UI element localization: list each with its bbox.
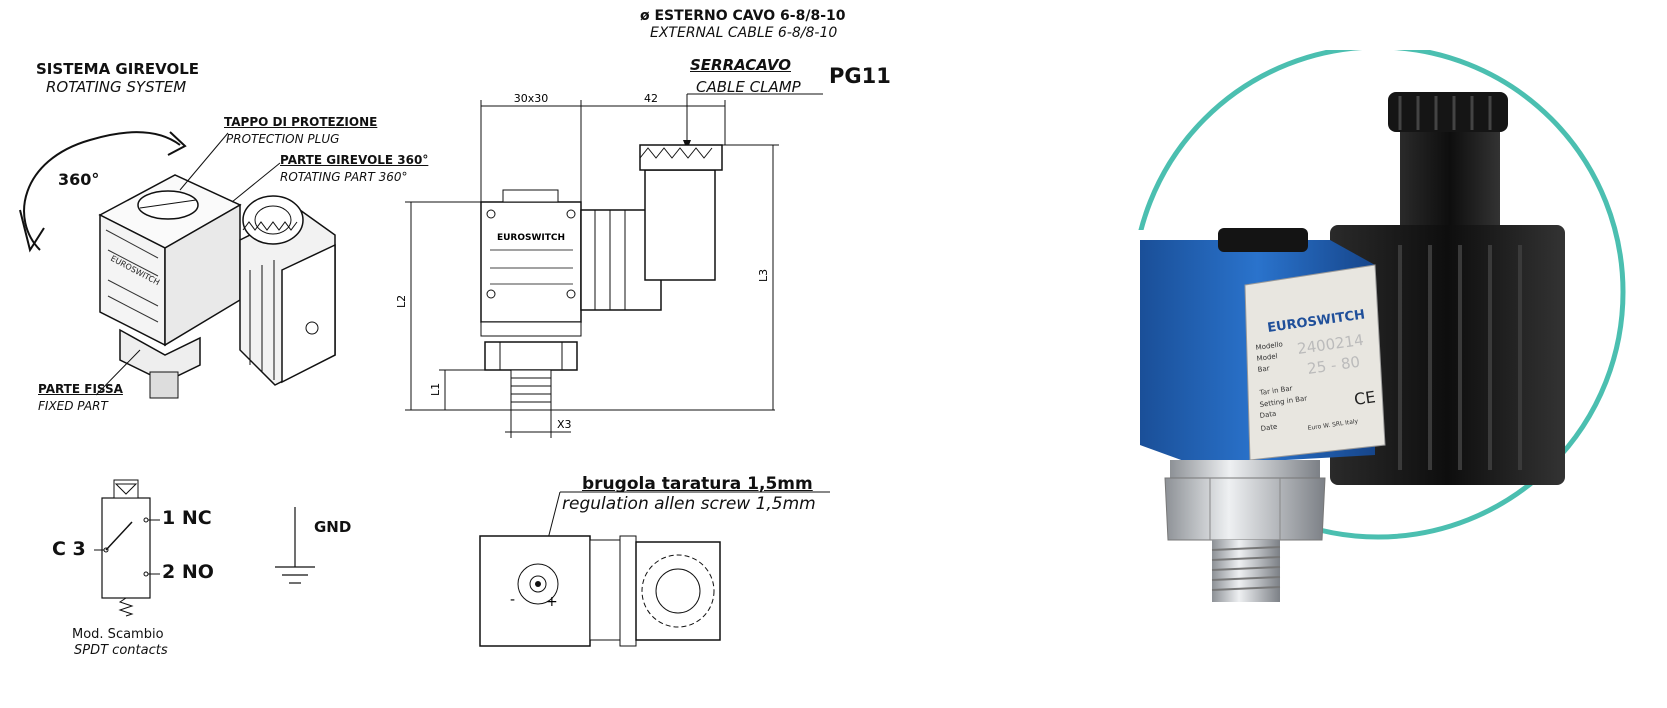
photo-plate [1244, 264, 1386, 461]
rotating-part-it: PARTE GIREVOLE 360° [280, 153, 429, 167]
allen-screw [517, 563, 559, 605]
nc-label: 1 NC [162, 507, 212, 529]
dim-l1: L1 [429, 383, 442, 396]
thread-stem [149, 371, 179, 399]
svg-text:Modello: Modello [1255, 340, 1283, 352]
no-label: 2 NO [162, 561, 214, 583]
svg-text:Model: Model [1256, 352, 1278, 363]
ground-symbol [275, 507, 315, 584]
bottom-view-drawing: -+ [479, 491, 830, 647]
spdt-schematic [94, 479, 160, 617]
svg-text:+: + [546, 594, 558, 610]
switch-box [101, 497, 151, 599]
protection-plug-it: TAPPO DI PROTEZIONE [224, 115, 378, 129]
svg-text:-: - [510, 592, 515, 608]
regulation-it: brugola taratura 1,5mm [582, 474, 813, 494]
fixed-part-it: PARTE FISSA [38, 382, 123, 396]
photo-hex [1164, 477, 1326, 541]
cable-clamp-en: CABLE CLAMP [696, 78, 801, 96]
cable-clamp-it: SERRACAVO [690, 56, 791, 74]
photo-connector-top [1400, 110, 1500, 240]
product-photo: EUROSWITCH Modello Model Bar 2400214 25 … [1110, 50, 1626, 602]
mod-en: SPDT contacts [74, 643, 168, 658]
fixed-part-en: FIXED PART [38, 399, 108, 413]
dim-x3: X3 [557, 418, 572, 431]
isometric-view: EUROSWITCH [19, 131, 336, 399]
protection-plug [137, 190, 199, 220]
rotating-system-en: ROTATING SYSTEM [46, 78, 187, 96]
protection-plug-en: PROTECTION PLUG [226, 132, 340, 146]
photo-connector-body [1330, 225, 1565, 485]
photo-plug [1218, 228, 1308, 252]
plate-brand: EUROSWITCH [497, 233, 565, 243]
hex-nut [119, 328, 201, 383]
front-thread [510, 369, 552, 411]
front-view-drawing: 30x30 42 EUROSWITCH L2 L1 L3 X3 [395, 92, 823, 438]
degrees-label: 360° [58, 170, 100, 189]
cable-outer-en: EXTERNAL CABLE 6-8/8-10 [650, 25, 838, 41]
svg-text:Date: Date [1260, 423, 1278, 433]
dim-l2: L2 [395, 295, 408, 308]
cable-outer-it: ø ESTERNO CAVO 6-8/8-10 [640, 8, 846, 24]
rotating-part-en: ROTATING PART 360° [280, 170, 408, 184]
dim-l3: L3 [757, 269, 770, 282]
dim-42: 42 [644, 92, 658, 105]
switch-block [480, 201, 582, 323]
bottom-connector [635, 541, 721, 641]
mod-it: Mod. Scambio [72, 627, 164, 642]
regulation-en: regulation allen screw 1,5mm [562, 494, 816, 514]
photo-ce: CE [1353, 387, 1377, 409]
svg-text:Bar: Bar [1257, 364, 1270, 374]
pg11-label: PG11 [829, 64, 891, 88]
rotating-system-it: SISTEMA GIREVOLE [36, 60, 200, 78]
c3-label: C 3 [52, 538, 86, 560]
dim-30x30: 30x30 [514, 92, 549, 105]
svg-text:Data: Data [1259, 410, 1277, 420]
rotation-arrow [23, 131, 181, 251]
gnd-label: GND [314, 518, 352, 536]
